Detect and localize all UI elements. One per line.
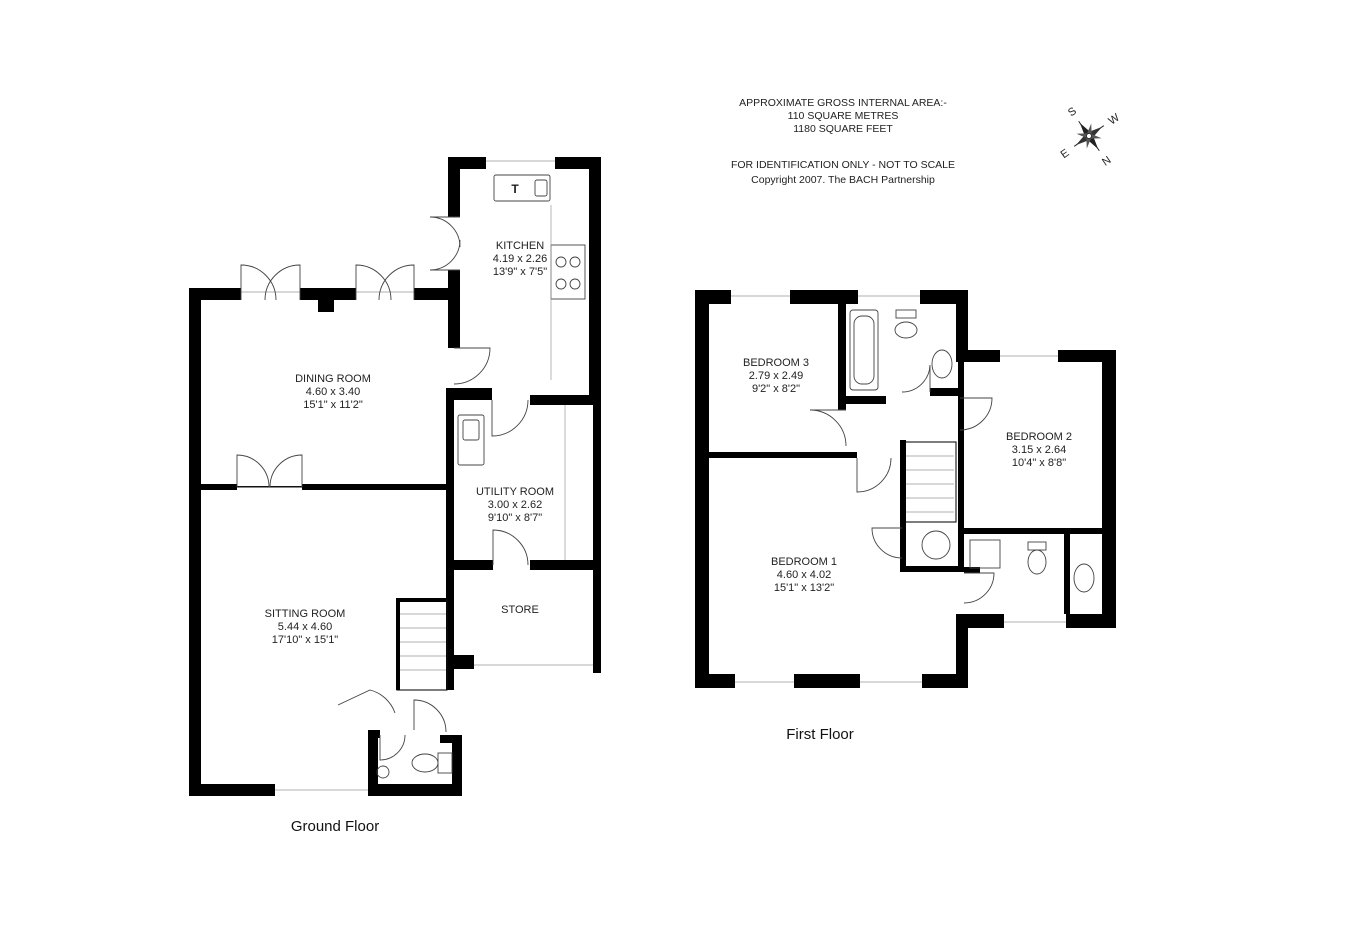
bedroom-2-imperial: 10'4" x 8'8" <box>1012 457 1066 469</box>
bedroom-3-name: BEDROOM 3 <box>743 357 809 369</box>
kitchen-metric: 4.19 x 2.26 <box>493 253 547 265</box>
area-header: APPROXIMATE GROSS INTERNAL AREA:- 110 SQ… <box>731 97 955 186</box>
compass-rose-icon: S W N E <box>1059 105 1123 168</box>
scale-notice: FOR IDENTIFICATION ONLY - NOT TO SCALE <box>731 159 955 171</box>
bedroom-3-imperial: 9'2" x 8'2" <box>752 383 800 395</box>
copyright: Copyright 2007. The BACH Partnership <box>751 174 935 186</box>
first-floor-labels: BEDROOM 3 2.79 x 2.49 9'2" x 8'2" BEDROO… <box>743 357 1072 743</box>
ground-floor-labels: KITCHEN 4.19 x 2.26 13'9" x 7'5" DINING … <box>265 240 554 835</box>
bedroom-2-name: BEDROOM 2 <box>1006 431 1072 443</box>
ground-floor-label: Ground Floor <box>291 818 379 835</box>
dining-room-imperial: 15'1" x 11'2" <box>303 399 363 411</box>
first-floor-label: First Floor <box>786 726 854 743</box>
first-floor-plan <box>695 290 1116 688</box>
bedroom-2-metric: 3.15 x 2.64 <box>1012 444 1066 456</box>
utility-room-name: UTILITY ROOM <box>476 486 554 498</box>
bedroom-1-name: BEDROOM 1 <box>771 556 837 568</box>
bedroom-1-metric: 4.60 x 4.02 <box>777 569 831 581</box>
sitting-room-imperial: 17'10" x 15'1" <box>272 634 339 646</box>
store-name: STORE <box>501 604 539 616</box>
area-metres: 110 SQUARE METRES <box>788 110 899 122</box>
area-feet: 1180 SQUARE FEET <box>793 123 893 135</box>
dining-room-metric: 4.60 x 3.40 <box>306 386 360 398</box>
utility-room-metric: 3.00 x 2.62 <box>488 499 542 511</box>
sitting-room-name: SITTING ROOM <box>265 608 346 620</box>
kitchen-name: KITCHEN <box>496 240 544 252</box>
compass-letter-e: E <box>1059 147 1072 161</box>
ground-floor-plan: T <box>189 157 601 796</box>
area-title: APPROXIMATE GROSS INTERNAL AREA:- <box>739 97 947 109</box>
utility-room-imperial: 9'10" x 8'7" <box>488 512 542 524</box>
kitchen-imperial: 13'9" x 7'5" <box>493 266 547 278</box>
bedroom-1-imperial: 15'1" x 13'2" <box>774 582 834 594</box>
compass-letter-w: W <box>1106 111 1122 127</box>
dining-room-name: DINING ROOM <box>295 373 371 385</box>
tap-fixture-label: T <box>511 182 519 196</box>
bedroom-3-metric: 2.79 x 2.49 <box>749 370 803 382</box>
compass-letter-n: N <box>1100 154 1113 168</box>
compass-letter-s: S <box>1066 105 1079 119</box>
sitting-room-metric: 5.44 x 4.60 <box>278 621 332 633</box>
